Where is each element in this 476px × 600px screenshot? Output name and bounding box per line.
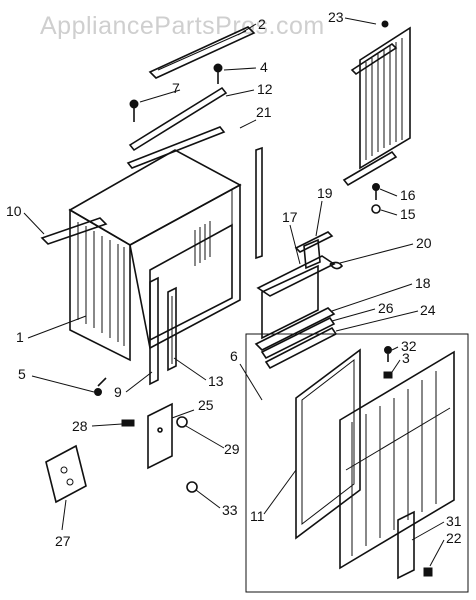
callout-15: 15 <box>400 206 416 222</box>
callout-23: 23 <box>328 9 344 25</box>
part-7-screw <box>129 99 139 122</box>
callout-32: 32 <box>401 338 417 354</box>
part-10-bar <box>40 217 108 245</box>
part-5-screw <box>94 377 107 396</box>
leader-lines <box>23 17 445 567</box>
callout-6: 6 <box>230 348 238 364</box>
callout-19: 19 <box>317 185 333 201</box>
callout-17: 17 <box>282 209 298 225</box>
part-13-strip <box>167 286 177 372</box>
part-32-screw <box>384 346 392 362</box>
part-20-clip <box>329 261 344 270</box>
callout-20: 20 <box>416 235 432 251</box>
callout-4: 4 <box>260 59 268 75</box>
callout-5: 5 <box>18 366 26 382</box>
part-11-filter <box>295 348 361 540</box>
part-6-grille-group <box>245 333 469 593</box>
callout-24: 24 <box>420 302 436 318</box>
part-18-26-24-rails <box>254 307 338 370</box>
part-28-clip <box>121 419 135 427</box>
front-grille <box>339 350 455 570</box>
part-23-side-curtain <box>342 20 411 187</box>
part-27-hardware-bag <box>45 444 87 504</box>
callout-10: 10 <box>6 203 22 219</box>
callout-9: 9 <box>114 384 122 400</box>
part-33-nut <box>186 481 198 493</box>
callout-25: 25 <box>198 397 214 413</box>
callout-22: 22 <box>446 530 462 546</box>
callout-27: 27 <box>55 533 71 549</box>
callout-18: 18 <box>415 275 431 291</box>
watermark: AppliancePartsPros.com <box>40 12 325 40</box>
part-19-clip <box>294 231 334 270</box>
callout-3: 3 <box>402 350 410 366</box>
part-3-clip <box>383 371 393 379</box>
callout-26: 26 <box>378 300 394 316</box>
callout-12: 12 <box>257 81 273 97</box>
callout-33: 33 <box>222 502 238 518</box>
callout-2: 2 <box>258 16 266 32</box>
callout-13: 13 <box>208 373 224 389</box>
callout-21: 21 <box>256 104 272 120</box>
part-17-bracket <box>256 255 336 340</box>
part-21-bracket <box>255 146 263 260</box>
part-12-strip <box>126 86 228 169</box>
part-29-nut <box>176 416 188 428</box>
part-15-washer <box>371 204 381 214</box>
part-16-screw <box>372 183 380 200</box>
callout-31: 31 <box>446 513 462 529</box>
cabinet-housing <box>68 149 242 362</box>
part-9-strip <box>149 276 159 386</box>
callout-11: 11 <box>250 508 265 524</box>
part-31-22-door <box>397 510 433 580</box>
callout-28: 28 <box>72 418 88 434</box>
part-2-rail <box>148 26 256 79</box>
part-4-screw <box>213 63 223 84</box>
part-25-bracket <box>147 402 173 470</box>
callout-16: 16 <box>400 187 416 203</box>
callout-7: 7 <box>172 80 180 96</box>
callout-labels: 2 23 7 4 12 21 10 17 19 16 15 20 18 26 2… <box>6 9 462 549</box>
callout-1: 1 <box>16 329 24 345</box>
callout-29: 29 <box>224 441 240 457</box>
